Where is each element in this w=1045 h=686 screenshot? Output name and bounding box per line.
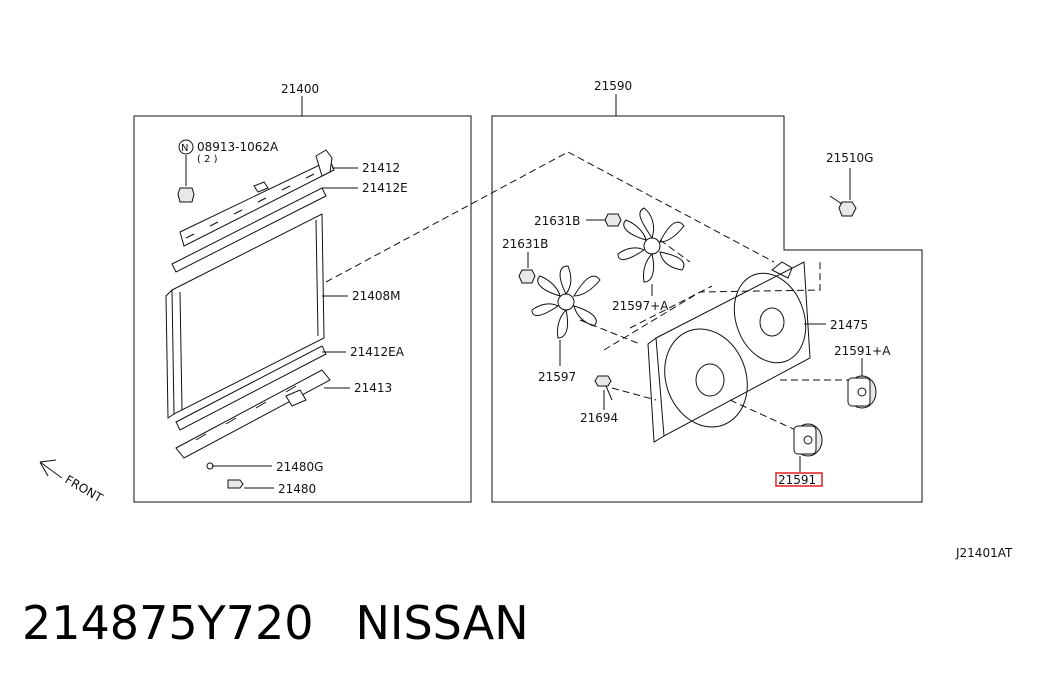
highlight-box-21591	[775, 472, 823, 487]
clip-nut-icon	[177, 187, 195, 203]
part-label-21597a[interactable]: 21597+A	[612, 299, 669, 313]
part-label-21480[interactable]: 21480	[278, 482, 316, 496]
bolt-icon	[838, 201, 857, 217]
front-arrow-icon	[39, 459, 63, 479]
part-label-21480g[interactable]: 21480G	[276, 460, 323, 474]
part-label-21412e[interactable]: 21412E	[362, 181, 408, 195]
part-label-21475[interactable]: 21475	[830, 318, 868, 332]
part-label-21597[interactable]: 21597	[538, 370, 576, 384]
part-label-08913-1062a[interactable]: 08913-1062A	[197, 140, 279, 154]
drain-plug-icon	[227, 479, 244, 489]
group-label-21400[interactable]: 21400	[281, 82, 319, 96]
part-number: 214875Y720	[22, 596, 314, 650]
part-label-21631b-upper[interactable]: 21631B	[534, 214, 580, 228]
radiator-core	[171, 213, 325, 415]
fan-group: 21590 21510G 21631B 21631B 21597+A	[491, 79, 923, 503]
upper-tank	[179, 159, 335, 247]
part-label-21694[interactable]: 21694	[580, 411, 618, 425]
n-badge-icon	[178, 139, 194, 155]
screw-icon	[594, 375, 612, 387]
fan-group-frame	[491, 115, 923, 503]
n-badge-letter: N	[181, 143, 188, 154]
radiator-group-frame	[133, 115, 472, 503]
brand-name: NISSAN	[355, 596, 529, 650]
part-label-21591a[interactable]: 21591+A	[834, 344, 891, 358]
lower-tank	[175, 369, 331, 459]
part-label-21412ea[interactable]: 21412EA	[350, 345, 405, 359]
diagram-ref-code: J21401AT	[955, 546, 1013, 560]
part-footer: 214875Y720 NISSAN	[22, 596, 529, 650]
part-label-21631b-lower[interactable]: 21631B	[502, 237, 548, 251]
part-label-21408m[interactable]: 21408M	[352, 289, 401, 303]
fan-motor-upper	[847, 375, 877, 409]
group-link-line	[325, 151, 775, 283]
part-qty: ( 2 )	[197, 154, 218, 165]
front-label: FRONT	[63, 472, 106, 505]
part-label-21412[interactable]: 21412	[362, 161, 400, 175]
fan-motor-lower	[793, 423, 823, 457]
fan-blade-upper	[617, 207, 685, 283]
nut-icon-upper	[604, 213, 622, 227]
nut-icon-lower	[518, 269, 536, 284]
part-label-21510g[interactable]: 21510G	[826, 151, 873, 165]
radiator-group: 21400 N 08913-1062A ( 2 ) 21412 21412E 2…	[39, 82, 472, 505]
group-label-21590[interactable]: 21590	[594, 79, 632, 93]
lower-seal	[175, 345, 327, 431]
part-label-21413[interactable]: 21413	[354, 381, 392, 395]
fan-blade-lower	[531, 265, 601, 339]
part-label-21591[interactable]: 21591	[778, 473, 816, 487]
fan-shroud	[647, 261, 811, 443]
upper-tank-neck	[315, 149, 333, 177]
upper-seal	[171, 187, 327, 273]
